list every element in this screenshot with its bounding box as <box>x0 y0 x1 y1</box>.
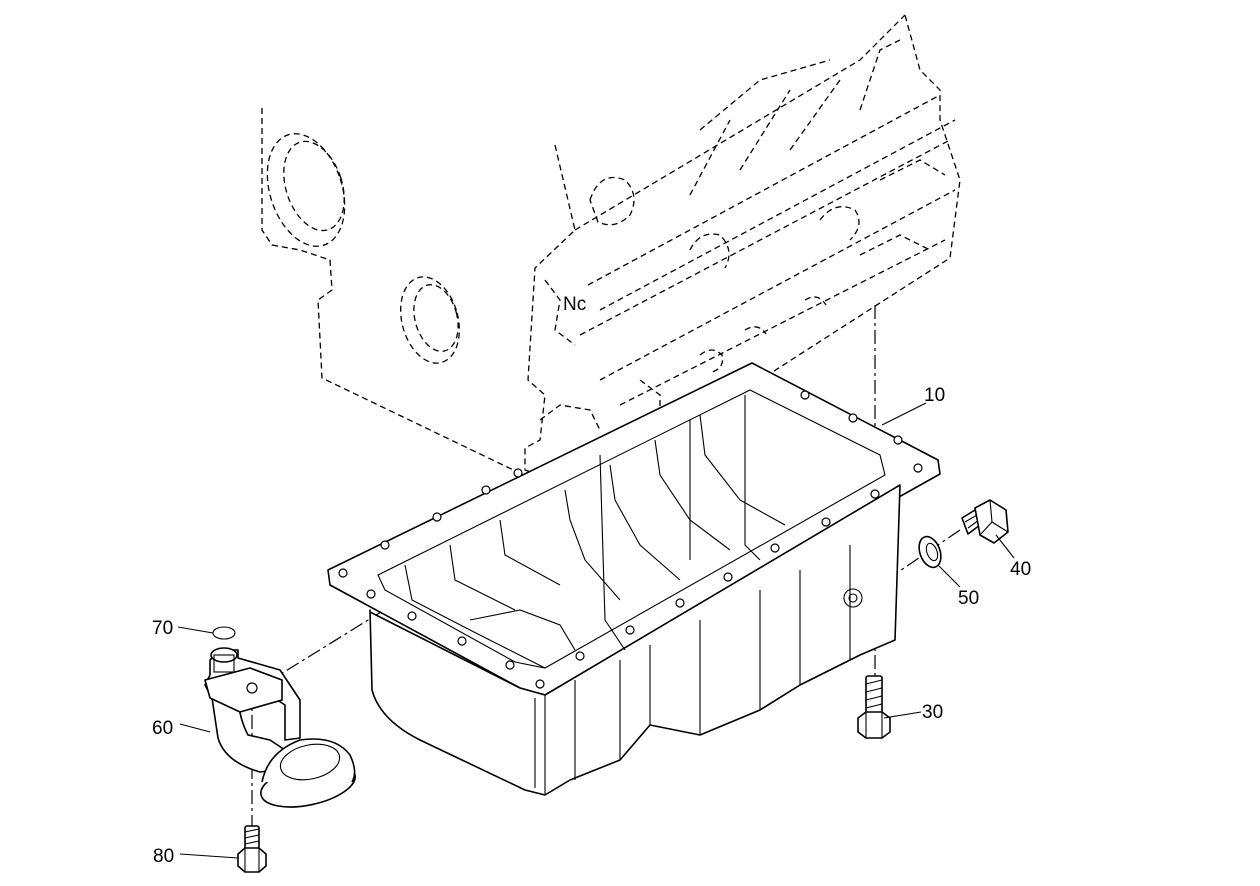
callout-50: 50 <box>958 588 979 609</box>
oil-strainer <box>204 647 356 808</box>
drain-plug-washer <box>918 535 942 569</box>
callout-60: 60 <box>152 718 173 739</box>
callout-labels: 10 30 40 50 60 70 80 <box>152 385 1031 867</box>
callout-80: 80 <box>153 846 174 867</box>
block-marking: Nc <box>563 294 586 315</box>
oil-pan <box>327 362 941 796</box>
o-ring <box>212 626 236 640</box>
strainer-bolt <box>237 825 267 873</box>
drain-plug <box>961 499 1009 544</box>
callout-10: 10 <box>924 385 945 406</box>
leader-lines <box>177 402 1015 859</box>
callout-70: 70 <box>152 618 173 639</box>
engine-block-outline: Nc <box>261 14 961 483</box>
callout-40: 40 <box>1010 559 1031 580</box>
pan-bolt <box>857 675 891 739</box>
callout-30: 30 <box>922 702 943 723</box>
